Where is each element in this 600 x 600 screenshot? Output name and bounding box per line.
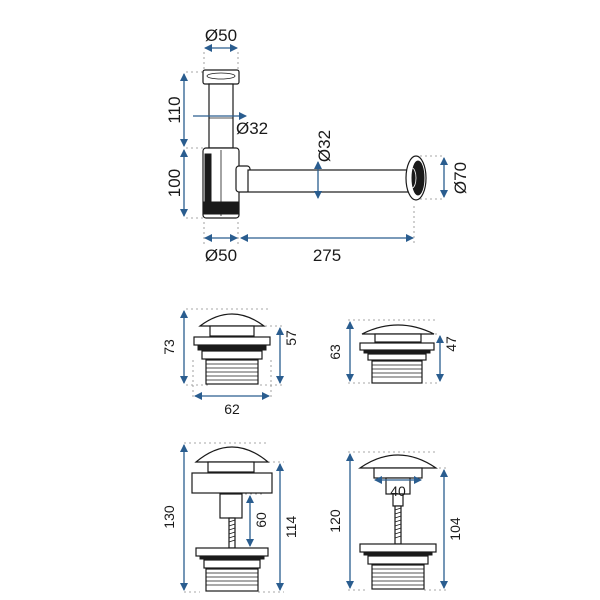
drain-low-thread	[371, 360, 423, 384]
drain-low-drawing: 63 47	[327, 319, 459, 384]
drain-small-cap-base	[209, 325, 255, 337]
drain-tall-alt-drawing: 40 120 104	[327, 451, 463, 591]
drain-tall-body-height-label: 114	[283, 516, 299, 539]
drain-low-flange	[359, 342, 435, 351]
siphon-length-label: 275	[313, 246, 341, 265]
siphon-flange-diameter-label: Ø70	[451, 162, 470, 194]
drain-tall-alt-total-height-label: 120	[327, 509, 343, 533]
drain-low-total-height-label: 63	[327, 344, 343, 360]
siphon-upper-height-label: 110	[165, 96, 184, 123]
drain-tall-cap	[194, 446, 270, 463]
siphon-pipe-diameter-label: Ø32	[315, 130, 334, 162]
drain-tall-thread	[205, 568, 259, 592]
drain-tall-alt-flange	[359, 543, 437, 553]
siphon-inner-diameter-label: Ø32	[236, 119, 268, 138]
siphon-drawing: Ø50 110 Ø32 Ø32 100 Ø70 Ø50 275	[165, 26, 470, 265]
drain-tall-alt-stem-width-label: 40	[390, 483, 406, 499]
siphon-lower-height-label: 100	[165, 169, 184, 197]
drain-small-flange	[193, 336, 271, 346]
drain-tall-total-height-label: 130	[161, 505, 177, 529]
drain-tall-collar	[191, 472, 273, 494]
drain-small-cap	[198, 313, 266, 327]
drain-tall-flange	[195, 547, 269, 557]
drain-small-total-height-label: 73	[161, 339, 177, 355]
drain-small-width-label: 62	[224, 401, 240, 417]
drain-tall-stem-height-label: 60	[253, 512, 269, 528]
drain-small-drawing: 73 57 62	[161, 308, 299, 417]
drain-low-inner-height-label: 47	[443, 336, 459, 352]
siphon-horizontal-pipe	[247, 169, 409, 193]
drain-small-inner-height-label: 57	[283, 330, 299, 346]
siphon-top-diameter-label: Ø50	[205, 26, 237, 45]
siphon-bottom-diameter-label: Ø50	[205, 246, 237, 265]
drain-tall-alt-cap	[358, 454, 438, 469]
drain-tall-drawing: 130 60 114	[161, 442, 299, 593]
drain-tall-stem-block	[219, 493, 243, 519]
drain-low-cap	[361, 324, 435, 335]
drain-tall-alt-body-height-label: 104	[447, 517, 463, 541]
